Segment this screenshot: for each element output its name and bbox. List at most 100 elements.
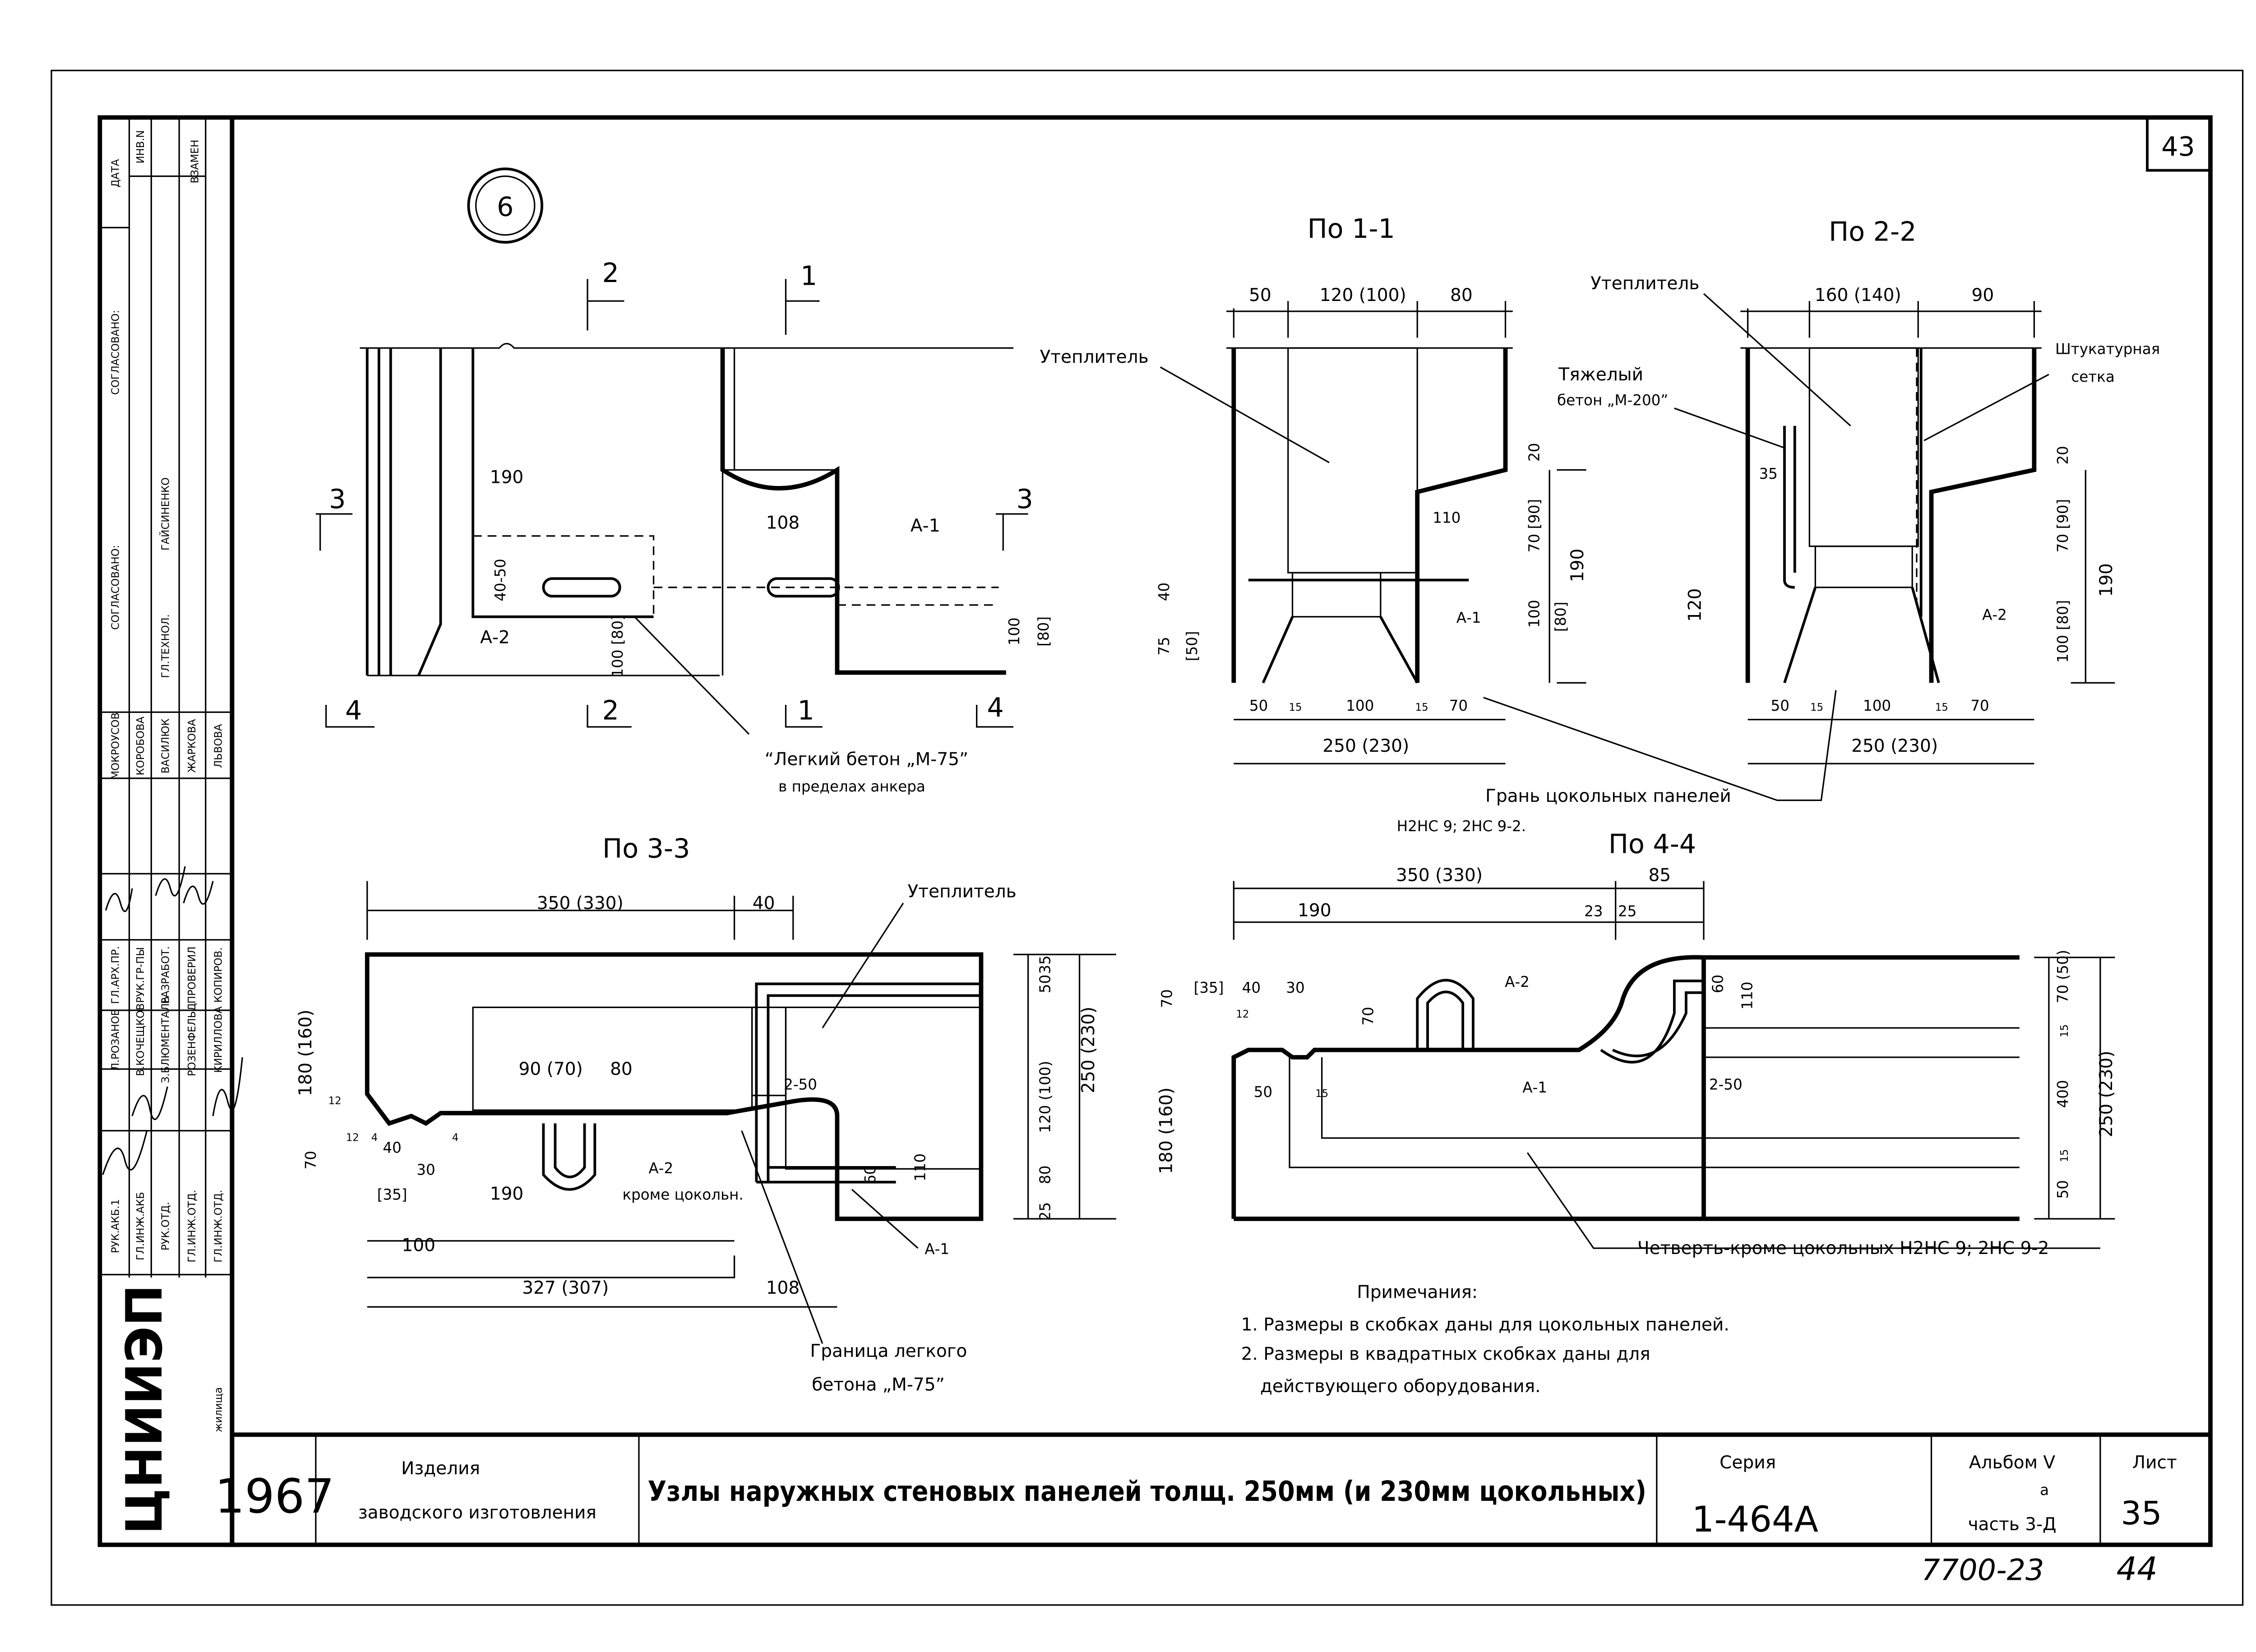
dimension: 120 (100): [1320, 285, 1406, 305]
title-block: 1967 Изделия заводского изготовления Узл…: [215, 1432, 2210, 1545]
stamp-text: ВАСИЛЮК: [160, 718, 171, 773]
organization-logo: ЦНИИЭП: [116, 1285, 174, 1535]
series-value: 1-464А: [1692, 1499, 1818, 1540]
stamp-text: ГЛ.ИНЖ.ОТД.: [186, 1190, 198, 1263]
section-1-1: 50 120 (100) 80 Утеплитель 20 110 70 [90…: [1040, 285, 1837, 835]
section-title-4-4: По 4-4: [1609, 829, 1696, 860]
dimension: 50: [1249, 697, 1268, 714]
notes-heading: Примечания:: [1357, 1282, 1478, 1303]
dimension: [80]: [1552, 602, 1569, 632]
material-label: Утеплитель: [1040, 347, 1148, 367]
dimension: 23: [1584, 903, 1603, 920]
dimension: 50: [1249, 285, 1271, 305]
dimension: 250 (230): [1322, 736, 1409, 756]
edge-label: Н2НС 9; 2НС 9-2.: [1397, 818, 1526, 835]
anchor-label: А-2: [1505, 973, 1530, 990]
dimension: 75: [1156, 637, 1173, 655]
dimension: 15: [1935, 702, 1948, 713]
dimension: 40: [753, 893, 775, 913]
dimension: 180 (160): [296, 1009, 316, 1096]
dimension: [35]: [377, 1186, 407, 1203]
side-stamp: ДАТА СОГЛАСОВАНО: СОГЛАСОВАНО: ИНВ.N ВЗА…: [100, 117, 243, 1535]
dimension: 70: [1159, 989, 1176, 1008]
dimension: [50]: [1183, 631, 1201, 661]
quarter-note: Четверть-кроме цокольных Н2НС 9; 2НС 9-2: [1637, 1238, 2049, 1259]
stamp-text: ЛЬВОВА: [213, 724, 225, 768]
dimension: 190: [1298, 901, 1331, 921]
drawing-title: Узлы наружных стеновых панелей толщ. 250…: [648, 1475, 1646, 1508]
dimension: 70: [302, 1151, 319, 1169]
dimension: 40: [1242, 979, 1261, 996]
dimension: 70 (50): [2054, 950, 2071, 1003]
anchor-label: А-1: [1522, 1079, 1547, 1096]
dimension: 250 (230): [1851, 736, 1938, 756]
stamp-text: ВЗАМЕН: [189, 140, 201, 184]
sheet-number: 43: [2161, 131, 2195, 162]
dimension: 100 [80]: [609, 615, 626, 677]
stamp-text: РУК.АКБ.1: [110, 1199, 122, 1253]
dimension: 250 (230): [2096, 1050, 2117, 1137]
edge-label: Грань цокольных панелей: [1485, 786, 1731, 806]
dimension: 50: [1036, 975, 1054, 993]
material-label: Штукатурная: [2055, 340, 2160, 357]
dimension: 350 (330): [1396, 865, 1483, 886]
dimension: 70: [1970, 697, 1989, 714]
organization-name: жилища: [213, 1387, 225, 1432]
anchor-label: А-1: [911, 516, 940, 536]
dimension: 60: [1709, 975, 1726, 993]
stamp-text: ЖАРКОВА: [186, 719, 198, 773]
main-frame: [230, 115, 2213, 1547]
stamp-text: Л.РОЗАНОВ: [110, 1009, 122, 1071]
section-mark: 1: [800, 260, 817, 291]
stamp-text: КИРИЛЛОВА: [213, 1006, 225, 1073]
dimension: 40-50: [492, 559, 509, 602]
plan-view: 2 1 3 3 4 2 1 4 190 40-50 108 А-1 А-2 10…: [315, 258, 1052, 795]
dimension: 80: [610, 1059, 633, 1079]
dimension: 80: [1036, 1166, 1054, 1184]
side-stamp-frame: [97, 115, 235, 1547]
sheet-number-box: 43: [2146, 116, 2212, 172]
anchor-label: А-1: [1456, 609, 1481, 626]
dimension: 190: [1567, 549, 1588, 583]
stamp-text: ГЛ.ТЕХНОЛ.: [160, 614, 171, 678]
stamp-text: ПРОВЕРИЛ: [186, 946, 198, 1004]
dimension: 180 (160): [1156, 1087, 1177, 1174]
album-label: а: [2040, 1481, 2049, 1499]
dimension: 190: [490, 1184, 524, 1204]
stamp-text: СОГЛАСОВАНО:: [110, 310, 122, 395]
anchor-label: А-2: [648, 1160, 673, 1177]
dimension: 110: [1738, 981, 1756, 1009]
dimension: 15: [1810, 702, 1823, 713]
dimension: 15: [2059, 1149, 2071, 1162]
dimension: 100: [1006, 617, 1023, 645]
section-2-2: 160 (140) 90 Утеплитель Тяжелый бетон „М…: [1557, 273, 2160, 764]
dimension: 70 [90]: [2054, 499, 2071, 552]
dimension: 15: [2059, 1024, 2071, 1037]
dimension: [80]: [1035, 616, 1052, 647]
stamp-text: МОКРОУСОВ: [110, 713, 122, 780]
dimension: 12: [346, 1132, 359, 1144]
sheet-value: 35: [2121, 1495, 2162, 1532]
dimension: 160 (140): [1815, 285, 1901, 305]
material-note: “Легкий бетон „М-75”: [765, 749, 969, 769]
dimension: 50: [1771, 697, 1789, 714]
dimension: 35: [1759, 465, 1777, 482]
dimension: 2-50: [784, 1076, 817, 1093]
stamp-text: РУК.ОТД.: [160, 1202, 171, 1250]
stamp-text: В.КОЧЕЩКОВ: [135, 1003, 147, 1076]
detail-number-text: 6: [497, 191, 513, 222]
year: 1967: [215, 1469, 334, 1524]
category-label: Изделия: [401, 1458, 480, 1479]
section-3-3: 350 (330) 40 Утеплитель 35 50 180 (160) …: [296, 881, 1116, 1395]
outer-border: [51, 69, 2244, 1606]
signatures: [102, 866, 243, 1175]
stamp-text: ГЛ.АРХ.ПР.: [110, 946, 122, 1004]
anchor-note: кроме цокольн.: [622, 1186, 743, 1203]
sheet-label: Лист: [2132, 1453, 2177, 1473]
stamp-text: ГАЙСИНЕНКО: [159, 477, 171, 551]
section-mark: 1: [798, 695, 814, 726]
stamp-text: ДАТА: [110, 159, 122, 187]
dimension: 30: [416, 1161, 435, 1178]
dimension: 30: [1286, 979, 1304, 996]
